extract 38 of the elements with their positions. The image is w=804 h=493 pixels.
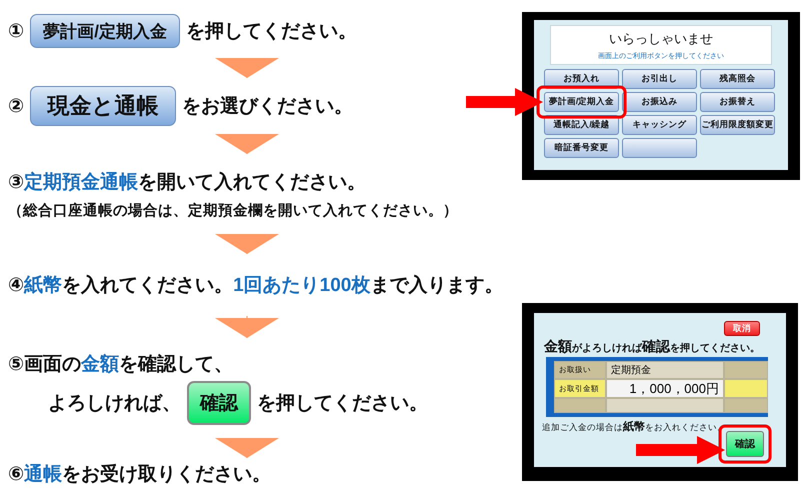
menu-button: お振替え xyxy=(700,92,775,112)
menu-button: お引出し xyxy=(622,69,697,89)
atm-screen xyxy=(522,303,798,481)
menu-button xyxy=(622,138,697,158)
table-cell: 1，000，000円 xyxy=(606,379,724,398)
step-text: をお選びください。 xyxy=(182,95,354,119)
step-text: を押してください。 xyxy=(186,20,358,44)
atm-screen xyxy=(522,12,800,180)
table-cell: 定期預金 xyxy=(606,361,724,379)
screen-button: 現金と通帳 xyxy=(30,86,176,126)
menu-button: 夢計画/定期入金 xyxy=(544,92,619,112)
pointer-arrow xyxy=(466,88,543,116)
step-text: ⑤画面の金額を確認して、 xyxy=(8,352,234,377)
pointer-arrow xyxy=(636,436,725,464)
menu-button: 残高照会 xyxy=(700,69,775,89)
screen-button: 夢計画/定期入金 xyxy=(30,14,180,48)
menu-button: お振込み xyxy=(622,92,697,112)
menu-button: キャッシング xyxy=(622,115,697,135)
menu-button: ご利用限度額変更 xyxy=(700,115,775,135)
step-text: ⑥通帳をお受け取りください。 xyxy=(8,462,272,487)
cancel-button: 取消 xyxy=(724,321,760,336)
step-text: よろしければ、 xyxy=(48,392,181,416)
menu-button: 暗証番号変更 xyxy=(544,138,619,158)
down-arrow xyxy=(215,234,279,254)
step-text: ③定期預金通帳を開いて入れてください。 xyxy=(8,170,366,194)
step-number: ① xyxy=(8,20,24,42)
down-arrow xyxy=(215,134,279,154)
screen-button: 確認 xyxy=(187,381,251,425)
confirm-button: 確認 xyxy=(726,431,764,457)
welcome-heading: いらっしゃいませ xyxy=(609,30,713,48)
step-number: ② xyxy=(8,94,24,118)
down-arrow xyxy=(215,438,279,458)
note-text: （総合口座通帳の場合は、定期預金欄を開いて入れてください。） xyxy=(8,201,458,220)
step-text: を押してください。 xyxy=(257,392,428,416)
down-arrow xyxy=(215,316,279,338)
confirm-heading: 金額がよろしければ確認を押してください。 xyxy=(544,338,760,356)
step-text: ④紙幣を入れてください。1回あたり100枚まで入ります。 xyxy=(8,274,504,298)
down-arrow xyxy=(215,58,279,78)
